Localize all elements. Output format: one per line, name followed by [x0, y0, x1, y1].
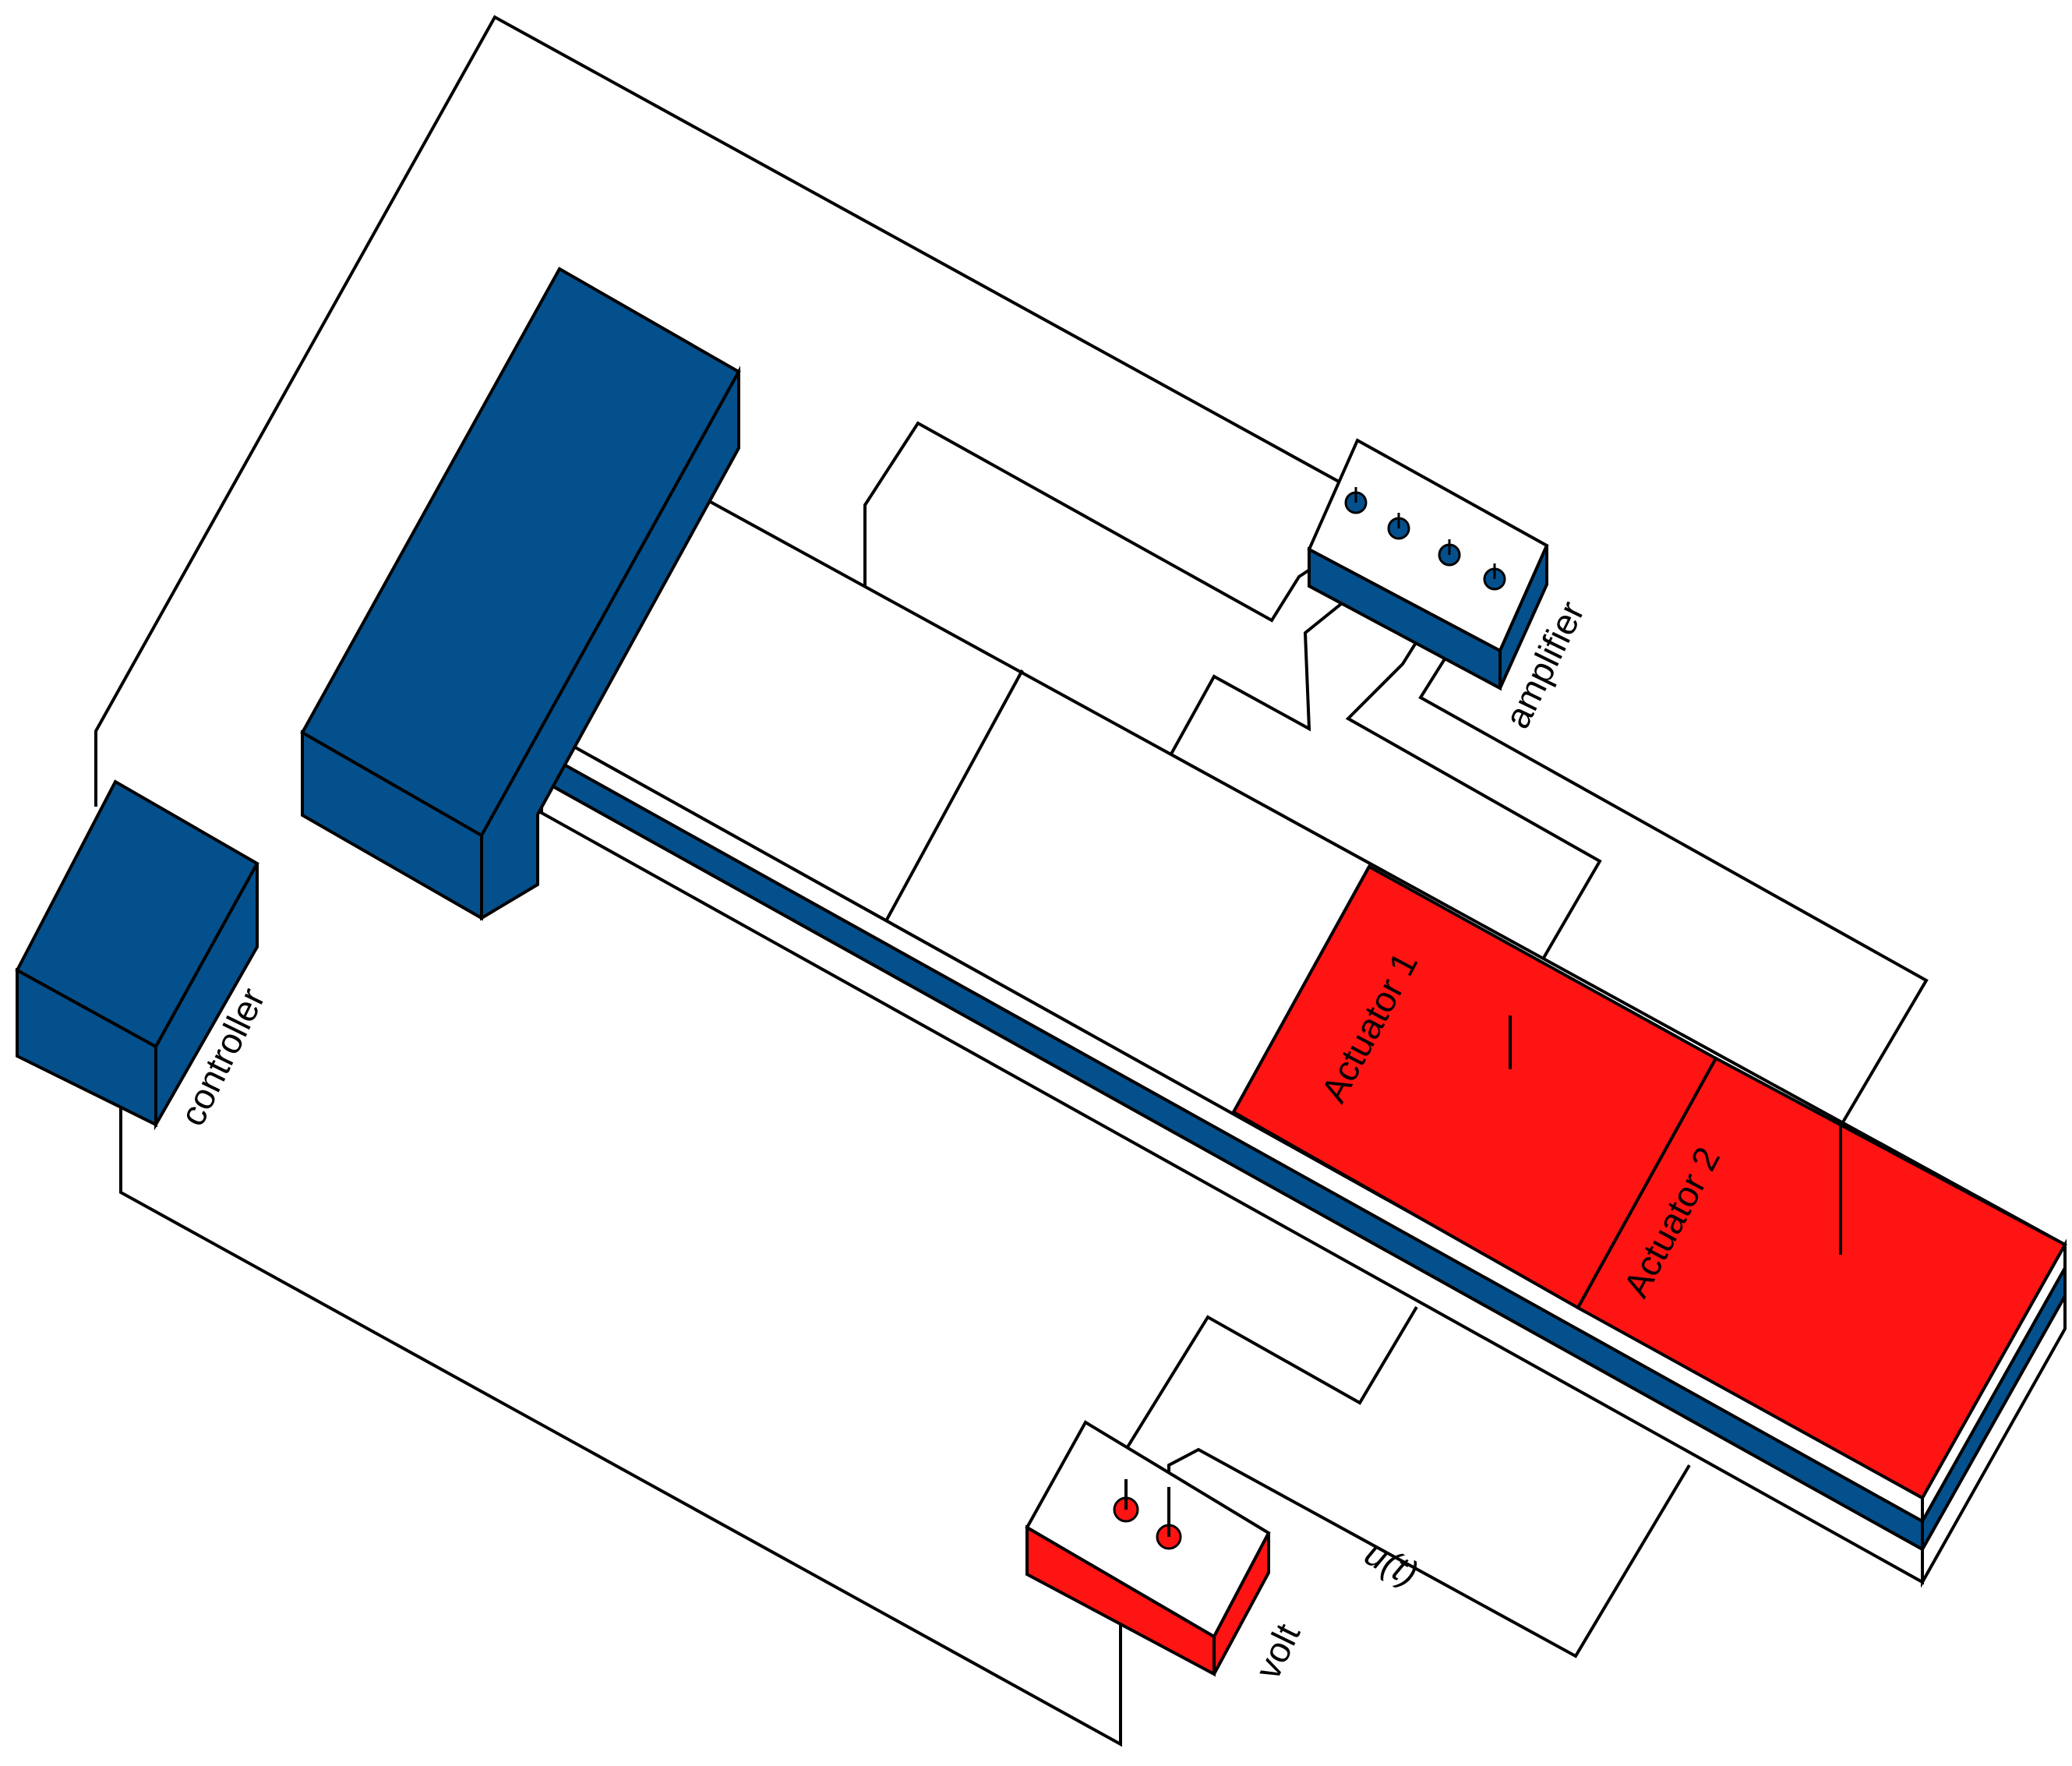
controller-box[interactable]	[15, 779, 259, 1131]
beam-end-white-lower	[1921, 1290, 2067, 1588]
wire-controller-to-volt	[119, 1107, 1122, 1747]
clamp-right-side	[480, 366, 740, 921]
actuator-2-patch[interactable]	[1576, 1056, 2067, 1500]
volt-right	[1212, 1532, 1270, 1675]
wire-volt-1	[1124, 1305, 1418, 1479]
controller-right	[154, 863, 259, 1131]
volt-box[interactable]	[1025, 1420, 1271, 1677]
clamp-support[interactable]	[300, 267, 741, 921]
amplifier-box[interactable]	[1307, 438, 1549, 691]
amplifier-terminal-leads	[1354, 487, 1496, 579]
sensor-divider-1	[885, 669, 1024, 920]
volt-label: volt	[1247, 1617, 1308, 1685]
wire-controller-to-amplifier	[94, 15, 1357, 807]
actuators	[1231, 864, 2067, 1500]
amplifier-right	[1498, 545, 1548, 689]
